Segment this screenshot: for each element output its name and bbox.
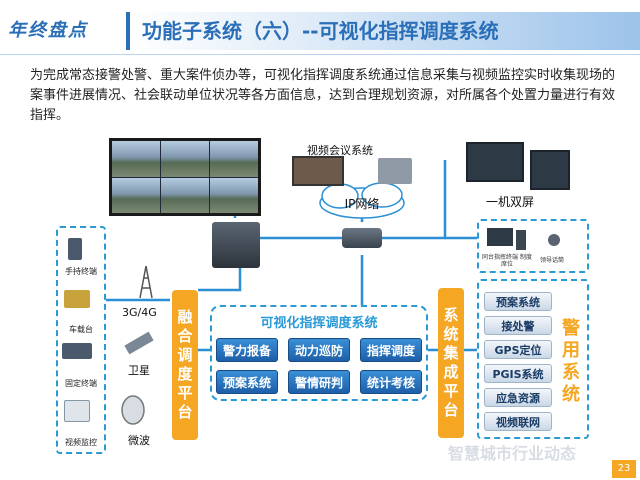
vehicle-radio-icon — [64, 290, 90, 308]
command-terminal-group — [477, 219, 589, 273]
pc-tower-icon — [516, 230, 526, 250]
link-label-3g4g: 3G/4G — [122, 306, 157, 319]
watermark-text: 智慧城市行业动态 — [448, 444, 577, 463]
police-system-item: GPS定位 — [484, 340, 552, 359]
terminal-label: 固定终端 — [65, 379, 97, 388]
cell-tower-icon — [139, 265, 153, 299]
terminal-label: 手持终端 — [65, 267, 97, 276]
module-button: 警力报备 — [216, 338, 278, 362]
module-button: 指挥调度 — [360, 338, 422, 362]
video-camera-icon — [64, 400, 90, 422]
ip-network-label: IP网络 — [344, 197, 380, 211]
microphone-icon — [548, 234, 560, 246]
video-wall-screen — [161, 177, 209, 213]
center-panel-title: 可视化指挥调度系统 — [260, 316, 378, 331]
terminal-group — [56, 226, 106, 454]
monitor-icon — [530, 150, 570, 190]
video-conference-label: 视频会议系统 — [307, 144, 373, 157]
page-title: 功能子系统（六）--可视化指挥调度系统 — [142, 19, 499, 43]
conference-codec-icon — [378, 158, 412, 184]
intro-paragraph: 为完成常态接警处警、重大案件侦办等，可视化指挥调度系统通过信息采集与视频监控实时… — [30, 68, 616, 123]
brand-title: 年终盘点 — [8, 20, 88, 41]
microwave-dish-icon — [121, 395, 145, 425]
video-wall-screen — [210, 177, 258, 213]
module-button: 统计考核 — [360, 370, 422, 394]
police-systems-group — [477, 279, 589, 439]
module-button: 预案系统 — [216, 370, 278, 394]
microphone-label: 领导话筒 — [540, 257, 565, 264]
video-wall-screen — [112, 177, 160, 213]
video-wall-screen — [112, 141, 160, 177]
integration-platform-bar: 系统集成平台 — [438, 288, 464, 438]
workstation-icon — [487, 228, 513, 246]
workstation-label: 同台指挥终端 制度席位 — [482, 254, 532, 268]
police-system-item: 接处警 — [484, 316, 552, 335]
page-number: 23 — [612, 460, 636, 478]
dual-screen-label: 一机双屏 — [486, 195, 535, 209]
router-icon — [342, 228, 382, 248]
module-button: 警情研判 — [288, 370, 350, 394]
video-wall-display — [109, 138, 261, 216]
fixed-terminal-icon — [62, 343, 92, 359]
police-systems-label: 警用系统 — [562, 318, 580, 405]
satellite-icon — [124, 331, 154, 355]
server-rack-icon — [212, 222, 260, 268]
header-underline — [0, 54, 640, 55]
video-wall-screen — [210, 141, 258, 177]
terminal-label: 车载台 — [69, 325, 93, 334]
police-system-item: 预案系统 — [484, 292, 552, 311]
module-button: 动力巡防 — [288, 338, 350, 362]
link-label-microwave: 微波 — [128, 434, 150, 447]
handheld-terminal-icon — [68, 238, 82, 260]
police-system-item: 视频联网 — [484, 412, 552, 431]
header-divider — [126, 12, 130, 50]
police-system-item: 应急资源 — [484, 388, 552, 407]
conference-screen-icon — [292, 156, 344, 186]
header-bar — [128, 12, 640, 50]
link-label-satellite: 卫星 — [128, 364, 150, 377]
terminal-label: 视频监控 — [65, 438, 97, 447]
monitor-icon — [466, 142, 524, 182]
police-system-item: PGIS系统 — [484, 364, 552, 383]
fusion-platform-bar: 融合调度平台 — [172, 290, 198, 440]
video-wall-screen — [161, 141, 209, 177]
